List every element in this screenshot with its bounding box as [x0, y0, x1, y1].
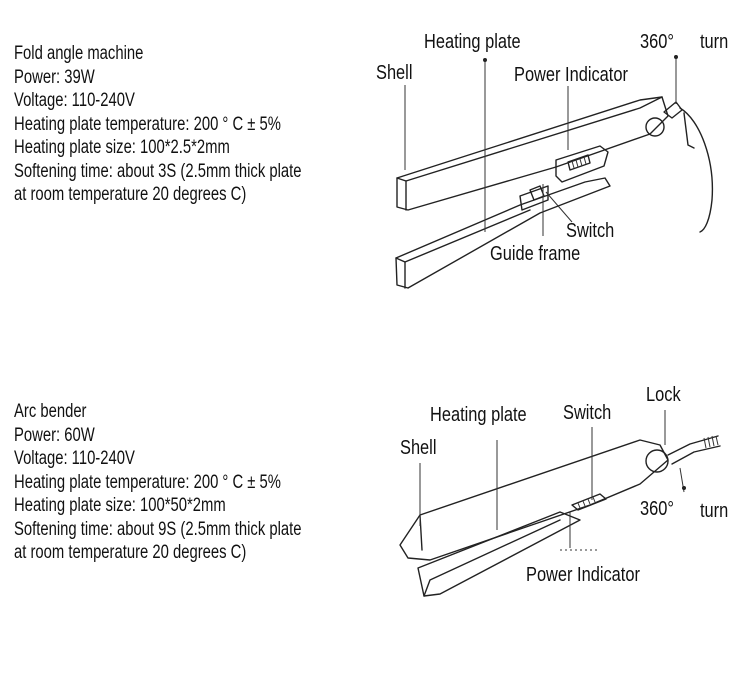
fold-angle-machine-specs: Fold angle machine Power: 39W Voltage: 1…	[14, 42, 302, 207]
label-shell: Shell	[400, 437, 437, 459]
label-heating-plate: Heating plate	[424, 31, 521, 53]
label-power-indicator: Power Indicator	[514, 64, 628, 86]
spec-power: Power: 60W	[14, 424, 95, 446]
spec-plate-size: Heating plate size: 100*2.5*2mm	[14, 137, 230, 158]
spec-temperature: Heating plate temperature: 200 ° C ± 5%	[14, 113, 281, 135]
spec-temperature: Heating plate temperature: 200 ° C ± 5%	[14, 471, 281, 493]
label-heating-plate: Heating plate	[430, 404, 527, 426]
arc-bender-drawing	[399, 410, 721, 597]
label-power-indicator: Power Indicator	[526, 564, 640, 586]
label-turn: turn	[700, 500, 729, 522]
spec-voltage: Voltage: 110-240V	[14, 90, 135, 111]
spec-title: Fold angle machine	[14, 43, 144, 64]
spec-title: Arc bender	[14, 401, 87, 422]
spec-softening-note: at room temperature 20 degrees C)	[14, 184, 247, 205]
label-switch: Switch	[566, 220, 615, 242]
spec-softening-note: at room temperature 20 degrees C)	[14, 542, 247, 563]
label-360-degree: 360°	[640, 31, 674, 53]
label-switch: Switch	[563, 402, 612, 424]
label-360-degree: 360°	[640, 498, 674, 520]
spec-softening-time: Softening time: about 3S (2.5mm thick pl…	[14, 160, 302, 182]
label-shell: Shell	[376, 62, 413, 84]
label-turn: turn	[700, 31, 729, 53]
spec-voltage: Voltage: 110-240V	[14, 448, 135, 469]
arc-bender-specs: Arc bender Power: 60W Voltage: 110-240V …	[14, 400, 302, 565]
fold-angle-machine-drawing	[395, 55, 714, 289]
label-guide-frame: Guide frame	[490, 243, 581, 265]
spec-softening-time: Softening time: about 9S (2.5mm thick pl…	[14, 518, 302, 540]
spec-plate-size: Heating plate size: 100*50*2mm	[14, 495, 226, 516]
spec-power: Power: 39W	[14, 66, 95, 88]
label-lock: Lock	[646, 384, 681, 406]
